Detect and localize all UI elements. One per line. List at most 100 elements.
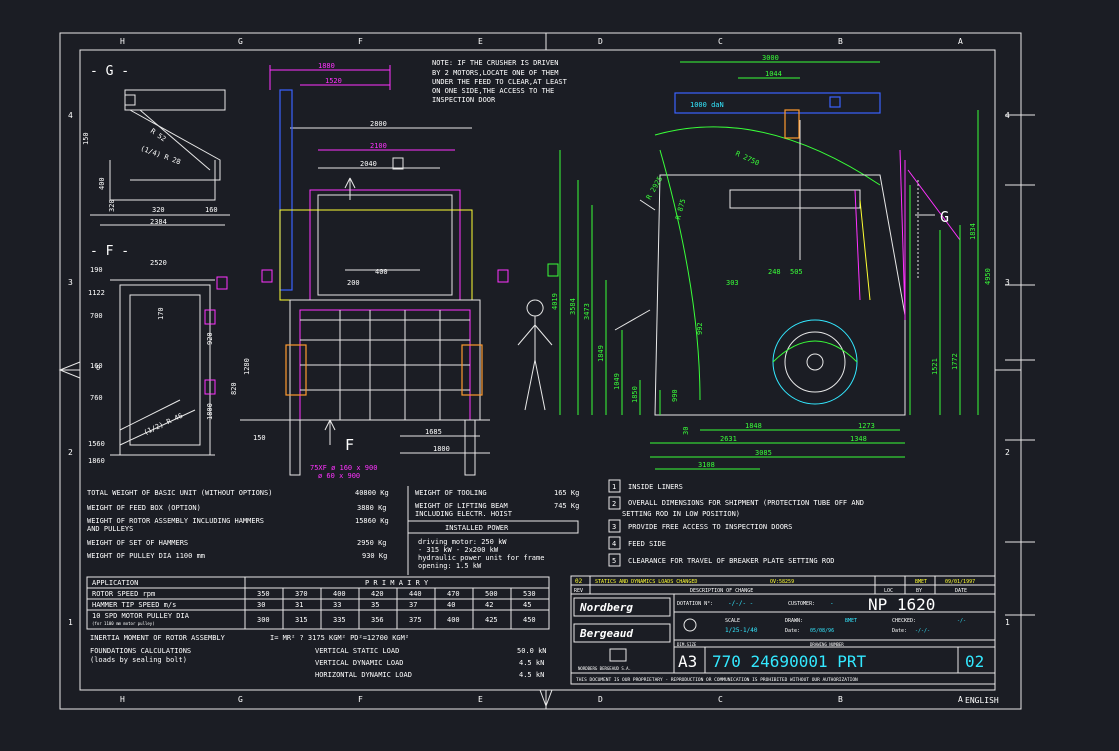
view-g: - G - 150 400 320 320 2384 160 R 52 (1/4… — [82, 64, 230, 226]
size-label: DIM.SIZE — [677, 642, 697, 647]
perf-cell: 40 — [447, 601, 455, 609]
view-g-dim: (1/4) R 28 — [139, 144, 181, 166]
view-f-dim: 2520 — [150, 259, 167, 267]
centering-mark-left — [58, 361, 81, 379]
view-f-label: - F - — [90, 244, 129, 259]
drawn-label: DRAWN: — [785, 618, 803, 624]
border-letter: D — [598, 695, 603, 704]
side-dim: 992 — [696, 322, 704, 335]
weight-label: WEIGHT OF FEED BOX (OPTION) — [87, 504, 201, 512]
side-dim: 248 — [768, 268, 781, 276]
weight-value: 3880 Kg — [357, 504, 387, 512]
inertia-label: INERTIA MOMENT OF ROTOR ASSEMBLY — [90, 634, 226, 642]
perf-cell: 37 — [409, 601, 417, 609]
perf-cell: 370 — [295, 590, 308, 598]
front-arrow-label: F — [345, 436, 354, 454]
front-dim: 1520 — [325, 77, 342, 85]
drawn-date: 05/08/96 — [810, 628, 834, 634]
perf-cell: 356 — [371, 616, 384, 624]
note-line: ON ONE SIDE,THE ACCESS TO THE — [432, 87, 554, 95]
border-number: 1 — [1005, 618, 1010, 627]
side-dim: 1848 — [745, 422, 762, 430]
rev-num: 02 — [575, 578, 583, 585]
weight-label: WEIGHT OF SET OF HAMMERS — [87, 539, 188, 547]
checked-label: CHECKED: — [892, 618, 916, 624]
perf-row-label: 10 SPD MOTOR PULLEY DIA — [92, 612, 190, 620]
outer-frame — [59, 32, 1022, 710]
view-f-dim: 1122 — [88, 289, 105, 297]
legend-num: 5 — [612, 557, 616, 565]
date-label: Date: — [785, 628, 800, 634]
view-g-dim: 320 — [152, 206, 165, 214]
side-dim: 3085 — [755, 449, 772, 457]
side-arrow-label: G — [940, 208, 949, 226]
border-number: 2 — [1005, 448, 1010, 457]
border-number: 1 — [68, 618, 73, 627]
sheet-number: 02 — [965, 652, 984, 671]
side-dim: 30 — [682, 427, 690, 435]
side-dim: 1834 — [969, 223, 977, 240]
performance-table: APPLICATION P R I M A I R Y ROTOR SPEED … — [86, 576, 550, 679]
view-f-dim: 1800 — [206, 403, 214, 420]
beam-label: WEIGHT OF LIFTING BEAM — [415, 502, 508, 510]
view-f-dim: 1860 — [88, 457, 105, 465]
perf-cell: 440 — [409, 590, 422, 598]
perf-cell: 45 — [523, 601, 531, 609]
beam-value: 745 Kg — [554, 502, 579, 510]
customer-label: CUSTOMER: — [788, 601, 815, 607]
load-label: VERTICAL STATIC LOAD — [315, 647, 399, 655]
note-line: INSPECTION DOOR — [432, 96, 496, 104]
weight-label: TOTAL WEIGHT OF BASIC UNIT (WITHOUT OPTI… — [87, 489, 272, 497]
view-f-dim: 190 — [90, 266, 103, 274]
legend-num: 4 — [612, 540, 616, 548]
primary-label: P R I M A I R Y — [365, 579, 429, 587]
front-dim: 150 — [253, 434, 266, 442]
border-letter: G — [238, 37, 243, 46]
legend-num: 1 — [612, 483, 616, 491]
perf-cell: 315 — [295, 616, 308, 624]
checked-value: -/- — [957, 618, 966, 624]
front-dim: 2040 — [360, 160, 377, 168]
border-letter: E — [478, 695, 483, 704]
front-dim: 400 — [375, 268, 388, 276]
view-f-dim: 760 — [90, 394, 103, 402]
centering-mark-bottom — [539, 689, 553, 708]
legend-num: 3 — [612, 523, 616, 531]
title-block: 02 STATICS AND DYNAMICS LOADS CHANGED OV… — [570, 575, 996, 685]
border-letter: H — [120, 695, 125, 704]
perf-cell: 470 — [447, 590, 460, 598]
side-dim: 505 — [790, 268, 803, 276]
perf-cell: 33 — [333, 601, 341, 609]
side-dim: 1049 — [613, 373, 621, 390]
company-name: NORDBERG BERGEAUD S.A. — [578, 666, 631, 671]
drawing-number: 770 24690001 PRT — [712, 652, 866, 671]
hoist-capacity: 1000 daN — [690, 101, 724, 109]
perf-cell: 375 — [409, 616, 422, 624]
load-label: HORIZONTAL DYNAMIC LOAD — [315, 671, 412, 679]
drawing-label: DRAWING NUMBER — [810, 642, 844, 647]
weight-value: 930 Kg — [362, 552, 387, 560]
scale-label: SCALE — [725, 618, 740, 624]
foundations-sub: (loads by sealing bolt) — [90, 656, 187, 664]
weights-block: TOTAL WEIGHT OF BASIC UNIT (WITHOUT OPTI… — [87, 486, 579, 575]
border-letter: F — [358, 37, 363, 46]
side-dim: 3584 — [569, 298, 577, 315]
application-label: APPLICATION — [92, 579, 138, 587]
side-dim: 1772 — [951, 353, 959, 370]
rev-by: BMET — [915, 579, 927, 585]
hdr-by: BY — [916, 588, 922, 594]
side-radius: R 875 — [674, 198, 687, 220]
view-f-dim: 920 — [206, 332, 214, 345]
dotation-label: DOTATION N°: — [677, 601, 713, 607]
rev-date: 09/01/1997 — [945, 579, 975, 585]
weight-label: WEIGHT OF ROTOR ASSEMBLY INCLUDING HAMME… — [87, 517, 264, 525]
view-f-dim: 1560 — [88, 440, 105, 448]
tooling-label: WEIGHT OF TOOLING — [415, 489, 487, 497]
border-number: 4 — [68, 111, 73, 120]
tooling-value: 165 Kg — [554, 489, 579, 497]
side-dim: 2631 — [720, 435, 737, 443]
power-line: hydraulic power unit for frame — [418, 554, 544, 562]
legend-text: INSIDE LINERS — [628, 483, 683, 491]
brand-bergeaud: Bergeaud — [579, 627, 633, 640]
